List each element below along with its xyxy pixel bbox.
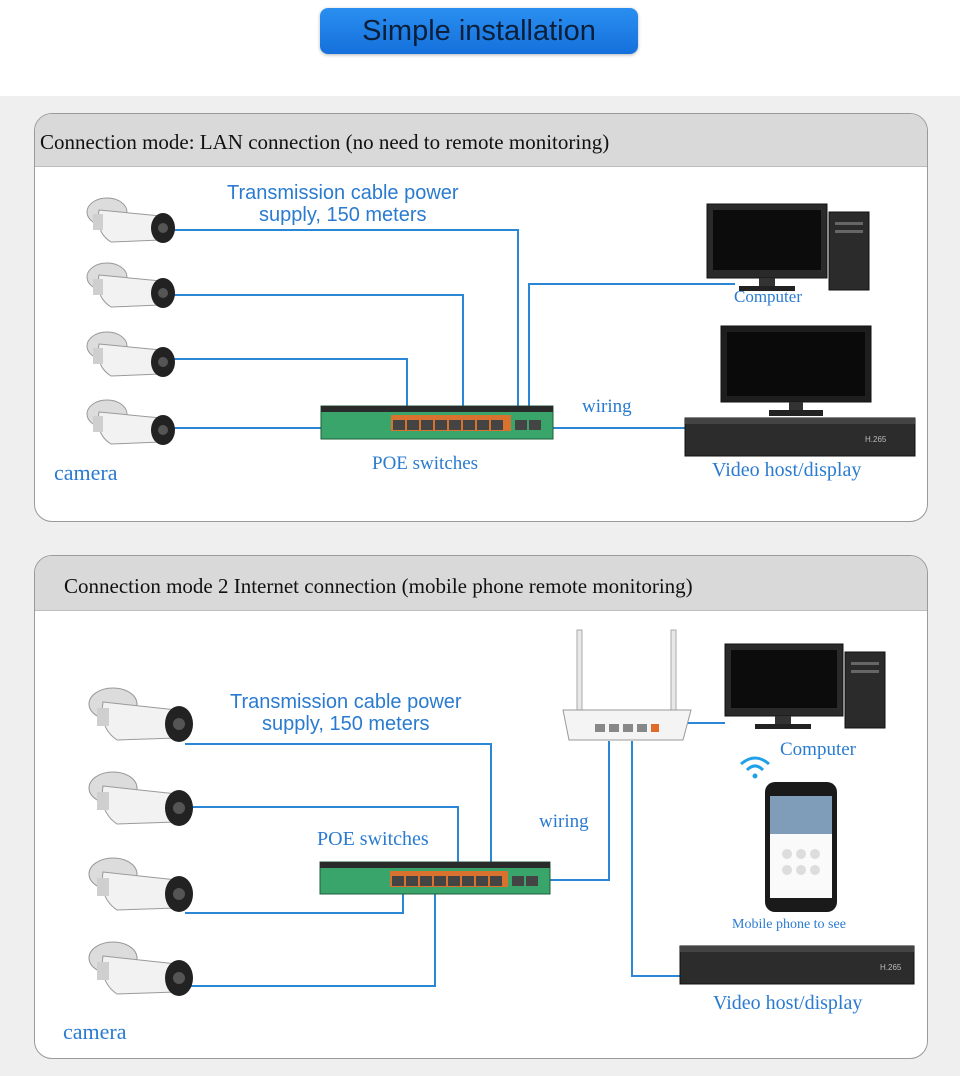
camera-icon <box>86 331 175 377</box>
wire-computer <box>528 283 735 410</box>
camera-icon <box>88 771 193 826</box>
computer-icon <box>724 643 886 729</box>
wire-host <box>631 741 680 977</box>
switch-label: POE switches <box>372 453 479 474</box>
wire-camera-1 <box>185 743 492 866</box>
smartphone-icon <box>765 782 837 912</box>
camera-icon <box>86 262 175 308</box>
svg-text:H.265: H.265 <box>865 435 887 444</box>
host-label: Video host/display <box>713 992 863 1014</box>
switch-label: POE switches <box>317 828 429 850</box>
wires <box>167 229 735 429</box>
lan-diagram: H.265 <box>86 197 916 457</box>
lan-connection-panel: Connection mode: LAN connection (no need… <box>34 113 928 522</box>
camera-icon <box>86 399 175 445</box>
cable-note: Transmission cable power supply, 150 met… <box>230 691 462 735</box>
wiring-label: wiring <box>582 396 632 417</box>
panel-heading: Connection mode: LAN connection (no need… <box>35 114 927 167</box>
wire-router <box>550 741 610 881</box>
camera-icon <box>86 197 175 243</box>
internet-connection-panel: Connection mode 2 Internet connection (m… <box>34 555 928 1059</box>
wire-camera-1 <box>167 229 519 410</box>
page-title: Simple installation <box>320 8 638 54</box>
wires <box>185 722 725 987</box>
camera-icon <box>88 941 193 996</box>
nvr-icon: H.265 <box>679 945 915 985</box>
cable-note-line-1: Transmission cable power <box>227 182 459 204</box>
camera-label: camera <box>63 1019 127 1044</box>
wire-camera-2 <box>185 806 459 866</box>
wire-camera-4 <box>185 894 436 987</box>
camera-label: camera <box>54 460 118 485</box>
svg-text:H.265: H.265 <box>880 963 902 972</box>
wire-camera-2 <box>167 294 464 410</box>
wifi-icon <box>740 756 770 779</box>
cable-note-line-2: supply, 150 meters <box>259 204 427 226</box>
internet-diagram: H.265 <box>88 629 915 996</box>
computer-label: Computer <box>780 739 856 760</box>
computer-icon <box>706 203 870 291</box>
computer-label: Computer <box>734 287 802 306</box>
cable-note: Transmission cable power supply, 150 met… <box>227 182 459 226</box>
wiring-label: wiring <box>539 811 589 832</box>
camera-icon <box>88 857 193 912</box>
nvr-icon: H.265 <box>684 325 916 457</box>
cable-note-line-2: supply, 150 meters <box>262 713 430 735</box>
wire-camera-3 <box>185 894 404 914</box>
wire-camera-3 <box>167 358 408 410</box>
poe-switch-icon <box>319 861 551 895</box>
poe-switch-icon <box>320 405 554 440</box>
panel-heading: Connection mode 2 Internet connection (m… <box>35 556 927 611</box>
router-icon <box>562 629 692 741</box>
phone-label: Mobile phone to see <box>732 917 846 932</box>
cable-note-line-1: Transmission cable power <box>230 691 462 713</box>
host-label: Video host/display <box>712 459 862 481</box>
camera-icon <box>88 687 193 742</box>
